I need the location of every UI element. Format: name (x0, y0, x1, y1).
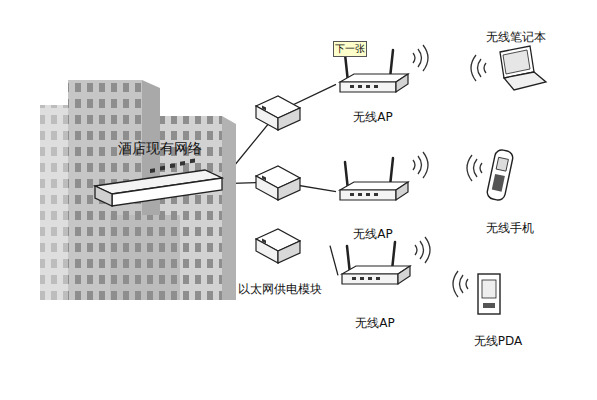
hotel-buildings (40, 80, 236, 300)
node-label: 无线笔记本 (486, 30, 546, 44)
wireless-pda: 无线PDA (456, 268, 540, 348)
phone-icon (486, 149, 514, 202)
wireless-phone: 无线手机 (472, 145, 548, 235)
pda-icon (478, 274, 500, 314)
node-label: 无线手机 (486, 221, 534, 235)
node-label: 酒店现有网络 (118, 140, 202, 157)
node-label: 下一张 (335, 43, 365, 55)
wireless-waves (471, 55, 486, 81)
node-label: 以太网供电模块 (238, 282, 322, 296)
node-label: 无线AP (355, 316, 394, 330)
node-label: 无线AP (353, 227, 392, 241)
poe-module-icon (256, 96, 300, 130)
network-switch: 酒店现有网络 (96, 140, 224, 206)
wireless-ap: 无线AP (336, 165, 410, 241)
wireless-waves (467, 155, 482, 181)
building-windows (110, 215, 180, 300)
network-cable (330, 246, 338, 276)
network-cable (224, 84, 336, 178)
wireless-ap: 无线AP (336, 58, 410, 124)
next-tag: 下一张 (333, 41, 367, 57)
wireless-waves (413, 152, 428, 178)
wireless-waves (453, 271, 468, 297)
wireless-ap: 无线AP (338, 252, 412, 330)
network-switch-icon (95, 159, 222, 206)
node-label: 无线PDA (474, 334, 522, 348)
access-point-icon (342, 242, 410, 284)
building-side (222, 116, 236, 300)
poe-module-icon (256, 166, 300, 200)
poe-module: 以太网供电模块 (230, 222, 330, 296)
wireless-laptop: 无线笔记本 (476, 30, 556, 94)
wireless-waves (415, 237, 430, 263)
wireless-waves (413, 45, 428, 71)
node-label: 无线AP (353, 110, 392, 124)
poe-module-icon (256, 229, 300, 263)
building-front (110, 215, 180, 300)
access-point-icon (340, 158, 408, 200)
laptop-icon (500, 46, 546, 90)
